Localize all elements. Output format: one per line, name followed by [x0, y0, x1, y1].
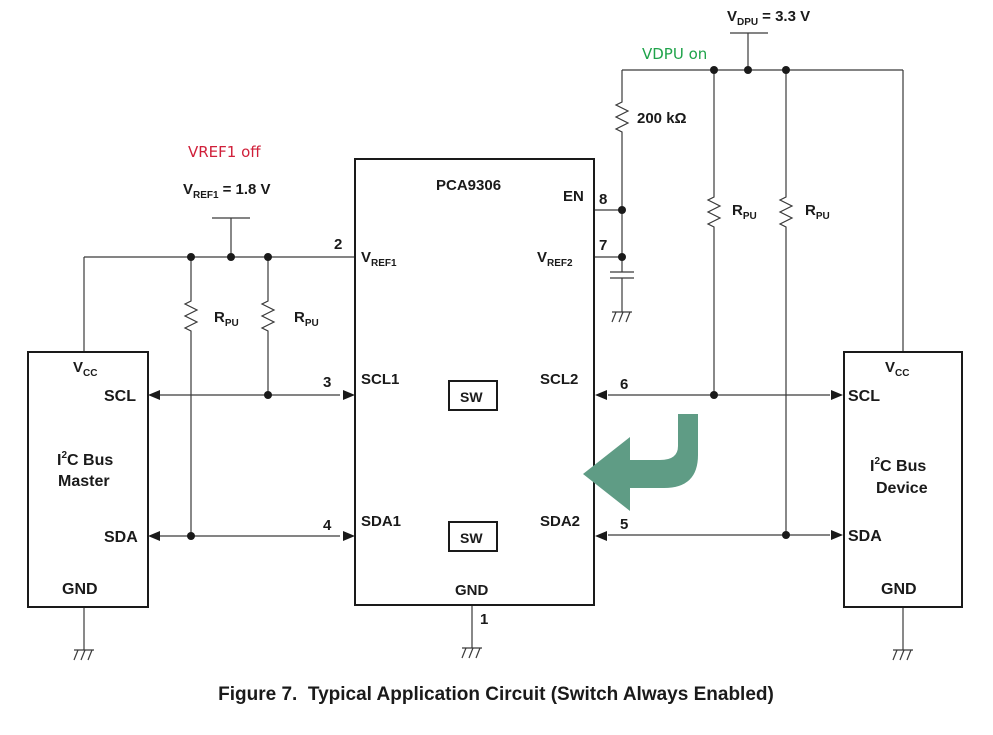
master-name: I2C Bus	[57, 450, 113, 469]
resistor-rpu-master-scl	[260, 297, 276, 335]
curved-arrow-icon	[583, 414, 698, 511]
arrow-master-scl	[148, 390, 160, 400]
rpu-label-master-scl: RPU	[294, 309, 319, 329]
vdpu-label: VDPU= 3.3 V	[727, 8, 810, 28]
resistor-200k	[614, 98, 630, 136]
master-sda-label: SDA	[104, 529, 138, 546]
arrow-master-sda	[148, 531, 160, 541]
pin-number-8: 8	[599, 191, 607, 208]
device-name: I2C Bus	[870, 456, 926, 475]
master-gnd-label: GND	[62, 581, 98, 598]
rpu-label-master-sda: RPU	[214, 309, 239, 329]
pin-number-2: 2	[334, 236, 342, 253]
device-scl-label: SCL	[848, 388, 880, 405]
pin-number-6: 6	[620, 376, 628, 393]
arrow-chip-scl1	[343, 390, 355, 400]
master-scl-label: SCL	[104, 388, 136, 405]
chip-pin-vref1-label: VREF1	[361, 249, 397, 269]
pin-number-4: 4	[323, 517, 332, 534]
figure-caption: Figure 7. Typical Application Circuit (S…	[218, 684, 774, 705]
vref1-state-annotation: VREF1 off	[188, 143, 261, 161]
device-name-line2: Device	[876, 480, 928, 497]
arrow-chip-scl2	[595, 390, 607, 400]
chip-pin-gnd-label: GND	[455, 582, 489, 599]
vref1-supply-label: VREF1= 1.8 V	[183, 181, 271, 201]
pin-number-5: 5	[620, 516, 628, 533]
chip-pin-scl2-label: SCL2	[540, 371, 578, 388]
i2c-device-box	[843, 351, 963, 608]
chip-name: PCA9306	[436, 177, 501, 194]
bus-arrowheads	[148, 390, 843, 541]
switch-scl-label: SW	[460, 389, 483, 405]
device-vcc-label: VCC	[885, 359, 909, 379]
chip-pin-en-label: EN	[563, 188, 584, 205]
resistor-rpu-master-sda	[183, 297, 199, 335]
arrow-chip-sda1	[343, 531, 355, 541]
pin-number-7: 7	[599, 237, 607, 254]
resistors	[183, 98, 794, 335]
rpu-label-device-scl: RPU	[732, 202, 757, 222]
resistor-rpu-device-scl	[706, 193, 722, 231]
arrow-chip-sda2	[595, 531, 607, 541]
chip-pin-sda1-label: SDA1	[361, 513, 401, 530]
resistor-200k-label: 200 kΩ	[637, 110, 687, 127]
arrow-device-sda	[831, 530, 843, 540]
i2c-master-box	[27, 351, 149, 608]
pin-number-1: 1	[480, 611, 488, 628]
rpu-label-device-sda: RPU	[805, 202, 830, 222]
device-sda-label: SDA	[848, 528, 882, 545]
chip-pin-vref2-label: VREF2	[537, 249, 573, 269]
resistor-rpu-device-sda	[778, 193, 794, 231]
master-name-line2: Master	[58, 473, 110, 490]
master-vcc-label: VCC	[73, 359, 97, 379]
switch-scl	[448, 380, 498, 411]
pin-number-3: 3	[323, 374, 331, 391]
arrow-device-scl	[831, 390, 843, 400]
chip-pin-scl1-label: SCL1	[361, 371, 399, 388]
vdpu-state-annotation: VDPU on	[642, 45, 707, 63]
switch-sda-label: SW	[460, 530, 483, 546]
chip-pin-sda2-label: SDA2	[540, 513, 580, 530]
device-gnd-label: GND	[881, 581, 917, 598]
switch-sda	[448, 521, 498, 552]
